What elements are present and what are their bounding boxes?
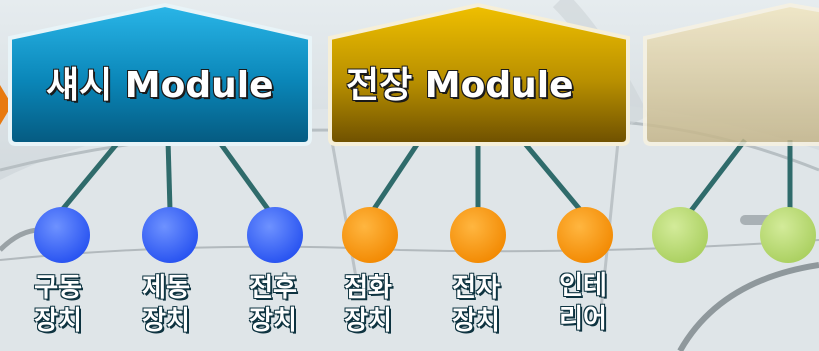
node-circles (34, 207, 816, 263)
node-label-line1: 전후 (249, 273, 297, 303)
module-box-chassis (8, 2, 312, 146)
node-label-line1: 인테 (559, 271, 607, 301)
arrow-tip-icon (0, 85, 12, 125)
node-circle-green-1 (652, 207, 708, 263)
node-label-line1: 구동 (34, 273, 82, 303)
module-title-electric: 전장 Module (346, 65, 574, 106)
node-circle-frontrear (247, 207, 303, 263)
node-circle-electronic (450, 207, 506, 263)
node-label-line1: 제동 (142, 273, 190, 303)
node-circle-brake (142, 207, 198, 263)
node-label-drive: 구동 장치 (13, 272, 103, 338)
node-label-frontrear: 전후 장치 (228, 272, 318, 338)
module-box-electric (328, 2, 630, 146)
node-label-ignition: 점화 장치 (323, 272, 413, 338)
node-label-line2: 장치 (344, 306, 392, 336)
node-label-interior: 인테 리어 (538, 270, 628, 336)
node-label-line2: 장치 (452, 306, 500, 336)
node-circle-green-2 (760, 207, 816, 263)
node-label-electronic: 전자 장치 (431, 272, 521, 338)
node-label-line2: 장치 (34, 306, 82, 336)
connector-lines (60, 138, 793, 214)
node-circle-drive (34, 207, 90, 263)
node-label-line2: 리어 (559, 304, 607, 334)
node-label-brake: 제동 장치 (121, 272, 211, 338)
module-box-third (643, 2, 819, 146)
node-circle-interior (557, 207, 613, 263)
node-circle-ignition (342, 207, 398, 263)
node-label-line1: 점화 (344, 273, 392, 303)
module-title-chassis: 섀시 Module (46, 65, 274, 106)
node-label-line1: 전자 (452, 273, 500, 303)
node-label-line2: 장치 (249, 306, 297, 336)
node-label-line2: 장치 (142, 306, 190, 336)
